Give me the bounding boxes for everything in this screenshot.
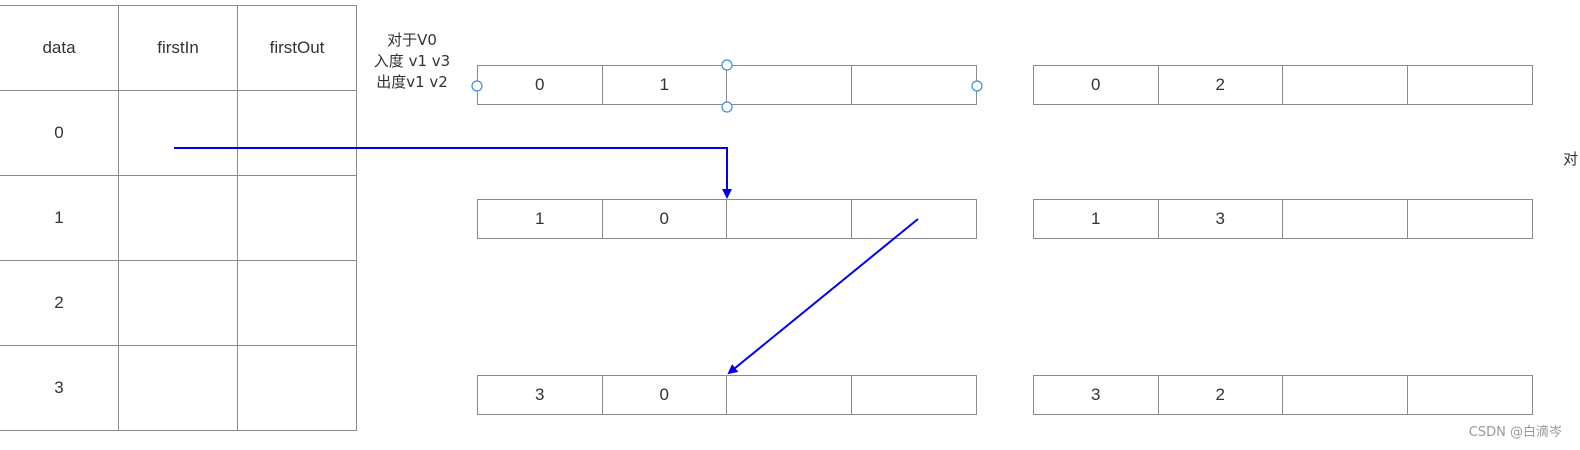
firstin-cell bbox=[118, 345, 238, 431]
arc-node-3-0[interactable]: 3 0 bbox=[477, 375, 977, 415]
firstout-cell bbox=[237, 260, 357, 346]
head-link-cell bbox=[727, 200, 852, 238]
firstout-cell bbox=[237, 345, 357, 431]
tail-vertex-cell: 0 bbox=[478, 66, 603, 104]
head-link-cell bbox=[1283, 66, 1408, 104]
pointer-arrow-headlink[interactable] bbox=[727, 218, 919, 375]
tail-vertex-cell: 3 bbox=[1034, 376, 1159, 414]
head-vertex-cell: 3 bbox=[1159, 200, 1283, 238]
resize-handle-top bbox=[721, 59, 733, 71]
firstin-cell bbox=[118, 175, 238, 261]
head-vertex-cell: 1 bbox=[603, 66, 727, 104]
firstout-cell bbox=[237, 90, 357, 176]
arc-node-1-0[interactable]: 1 0 bbox=[477, 199, 977, 239]
header-firstin: firstIn bbox=[118, 5, 238, 91]
vertex-table: data firstIn firstOut 0 1 2 3 bbox=[0, 5, 357, 431]
header-data: data bbox=[0, 5, 119, 91]
head-link-cell bbox=[1283, 376, 1408, 414]
vertex-data-cell: 0 bbox=[0, 90, 119, 176]
note-out-degree: 出度v1 v2 bbox=[376, 73, 448, 91]
clipped-text: 对 bbox=[1563, 150, 1579, 168]
head-vertex-cell: 2 bbox=[1159, 66, 1283, 104]
table-row: 2 bbox=[0, 260, 357, 346]
vertex-data-cell: 1 bbox=[0, 175, 119, 261]
head-vertex-cell: 0 bbox=[603, 200, 727, 238]
watermark: CSDN @白滴岑 bbox=[1468, 425, 1562, 440]
note-in-degree: 入度 v1 v3 bbox=[373, 52, 451, 70]
tail-vertex-cell: 1 bbox=[478, 200, 603, 238]
head-link-cell bbox=[727, 376, 852, 414]
table-row: 3 bbox=[0, 345, 357, 431]
arc-node-1-3[interactable]: 1 3 bbox=[1033, 199, 1533, 239]
tail-vertex-cell: 1 bbox=[1034, 200, 1159, 238]
firstin-cell bbox=[118, 260, 238, 346]
selection-handles[interactable] bbox=[471, 59, 983, 113]
firstout-cell bbox=[237, 175, 357, 261]
head-vertex-cell: 2 bbox=[1159, 376, 1283, 414]
head-link-cell bbox=[1283, 200, 1408, 238]
tail-vertex-cell: 0 bbox=[1034, 66, 1159, 104]
arc-node-0-2[interactable]: 0 2 bbox=[1033, 65, 1533, 105]
tail-vertex-cell: 3 bbox=[478, 376, 603, 414]
resize-handle-left bbox=[471, 80, 483, 92]
arc-node-3-2[interactable]: 3 2 bbox=[1033, 375, 1533, 415]
head-link-cell bbox=[727, 66, 852, 104]
table-row: 1 bbox=[0, 175, 357, 261]
vertex-note: 对于V0 入度 v1 v3 出度v1 v2 bbox=[362, 30, 462, 93]
head-vertex-cell: 0 bbox=[603, 376, 727, 414]
resize-handle-right bbox=[971, 80, 983, 92]
vertex-data-cell: 3 bbox=[0, 345, 119, 431]
note-title: 对于V0 bbox=[387, 31, 437, 49]
resize-handle-bottom bbox=[721, 101, 733, 113]
vertex-data-cell: 2 bbox=[0, 260, 119, 346]
pointer-arrow-v0-firstin[interactable] bbox=[174, 147, 732, 199]
